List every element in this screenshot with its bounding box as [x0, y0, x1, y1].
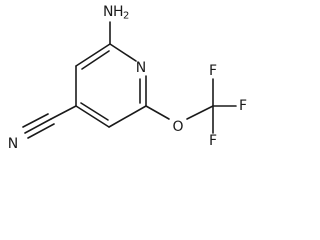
chemical-structure-diagram: N H 2 N O F F F N — [8, 4, 247, 152]
triple-bond-line-1 — [24, 118, 52, 134]
fluorine-bottom-label: F — [209, 133, 217, 149]
pyridine-ring — [75, 43, 147, 128]
bond-c6-c5 — [108, 105, 147, 128]
amine-label: N H 2 — [103, 4, 129, 22]
ether-oxygen-label: O — [172, 119, 183, 135]
bond-c2-n1 — [109, 43, 137, 62]
ring-nitrogen-label: N — [136, 60, 146, 76]
amine-hydrogen-label: H — [113, 4, 124, 20]
trifluoromethoxy-group — [145, 78, 237, 134]
bond-c3-c2 — [75, 43, 111, 67]
fluorine-right-label: F — [239, 98, 247, 114]
bond-oxygen-cf3 — [186, 105, 214, 120]
amine-nitrogen-label: N — [103, 4, 113, 20]
nitrile-group — [22, 105, 77, 139]
bond-c3-c2-inner — [81, 50, 110, 70]
triple-bond-line-3 — [27, 123, 55, 139]
bond-c4-nitrile-carbon — [50, 105, 77, 120]
nitrile-nitrogen-label: N — [8, 136, 18, 152]
amine-hydrogen-count: 2 — [123, 11, 129, 22]
bond-c5-c4 — [75, 105, 110, 128]
bond-c6-oxygen — [145, 105, 170, 120]
bond-c5-c4-inner — [80, 102, 109, 121]
triple-bond-line-2 — [22, 113, 49, 128]
fluorine-top-label: F — [209, 63, 217, 79]
